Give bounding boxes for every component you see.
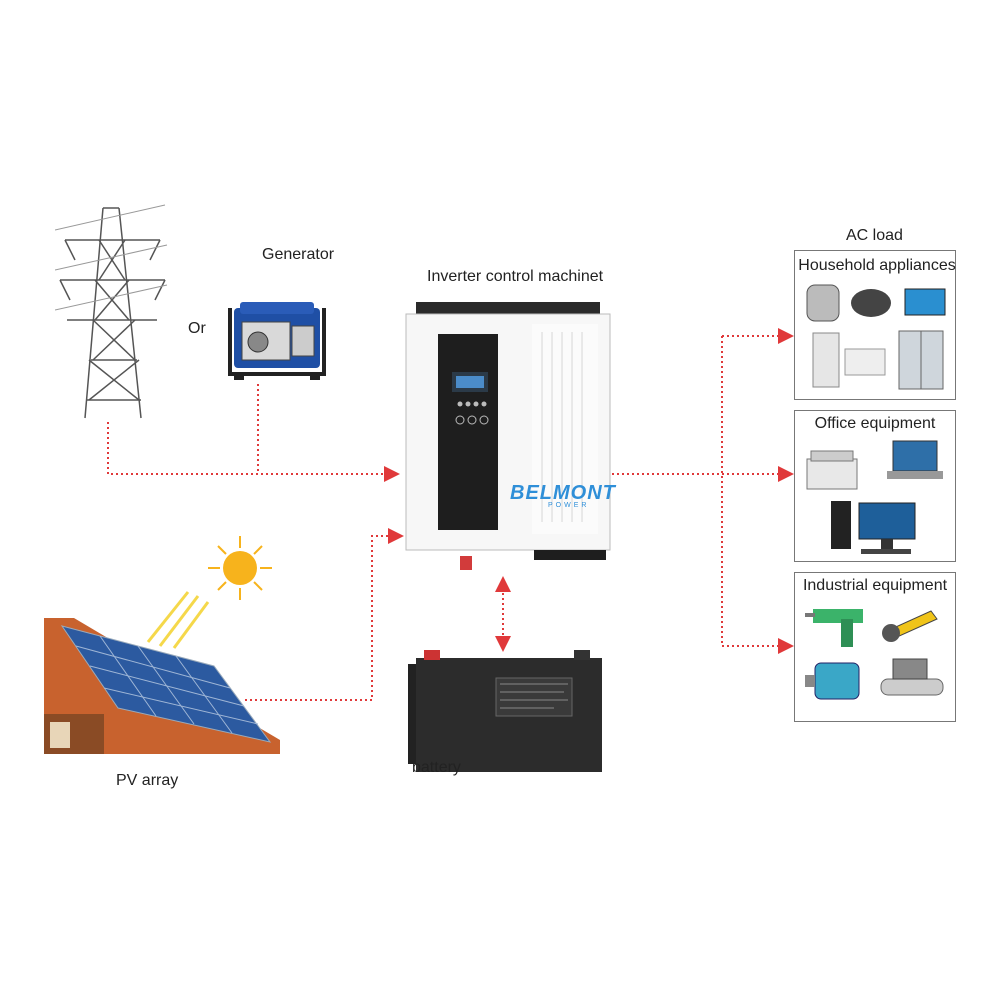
- inverter-label: Inverter control machinet: [427, 268, 604, 285]
- sun-icon: [146, 536, 272, 649]
- inverter-brand-logo: BELMONT: [510, 482, 616, 504]
- battery-label: battery: [412, 759, 461, 776]
- battery-icon: [408, 650, 602, 772]
- industrial-equipment-icon: [805, 609, 944, 700]
- office-equipment-title: Office equipment: [814, 415, 936, 432]
- ac-load-label: AC load: [846, 227, 903, 244]
- pv-array-label: PV array: [116, 772, 179, 789]
- industrial-equipment-box: Industrial equipment: [794, 572, 956, 722]
- inverter-icon: [405, 302, 611, 570]
- generator-icon: [228, 302, 326, 380]
- inverter-brand-sub: POWER: [548, 502, 590, 509]
- household-appliances-icon: [806, 284, 946, 390]
- industrial-equipment-title: Industrial equipment: [802, 577, 948, 594]
- pv-connector: [245, 528, 404, 701]
- transmission-tower-icon: [55, 204, 168, 419]
- household-appliances-title: Household appliances: [798, 257, 956, 274]
- or-label: Or: [188, 320, 206, 337]
- household-appliances-box: Household appliances: [794, 250, 956, 400]
- office-equipment-icon: [806, 440, 943, 554]
- solar-roof-icon: [44, 618, 280, 754]
- office-equipment-box: Office equipment: [794, 410, 956, 562]
- grid-connector: [107, 422, 400, 482]
- generator-label: Generator: [262, 246, 335, 263]
